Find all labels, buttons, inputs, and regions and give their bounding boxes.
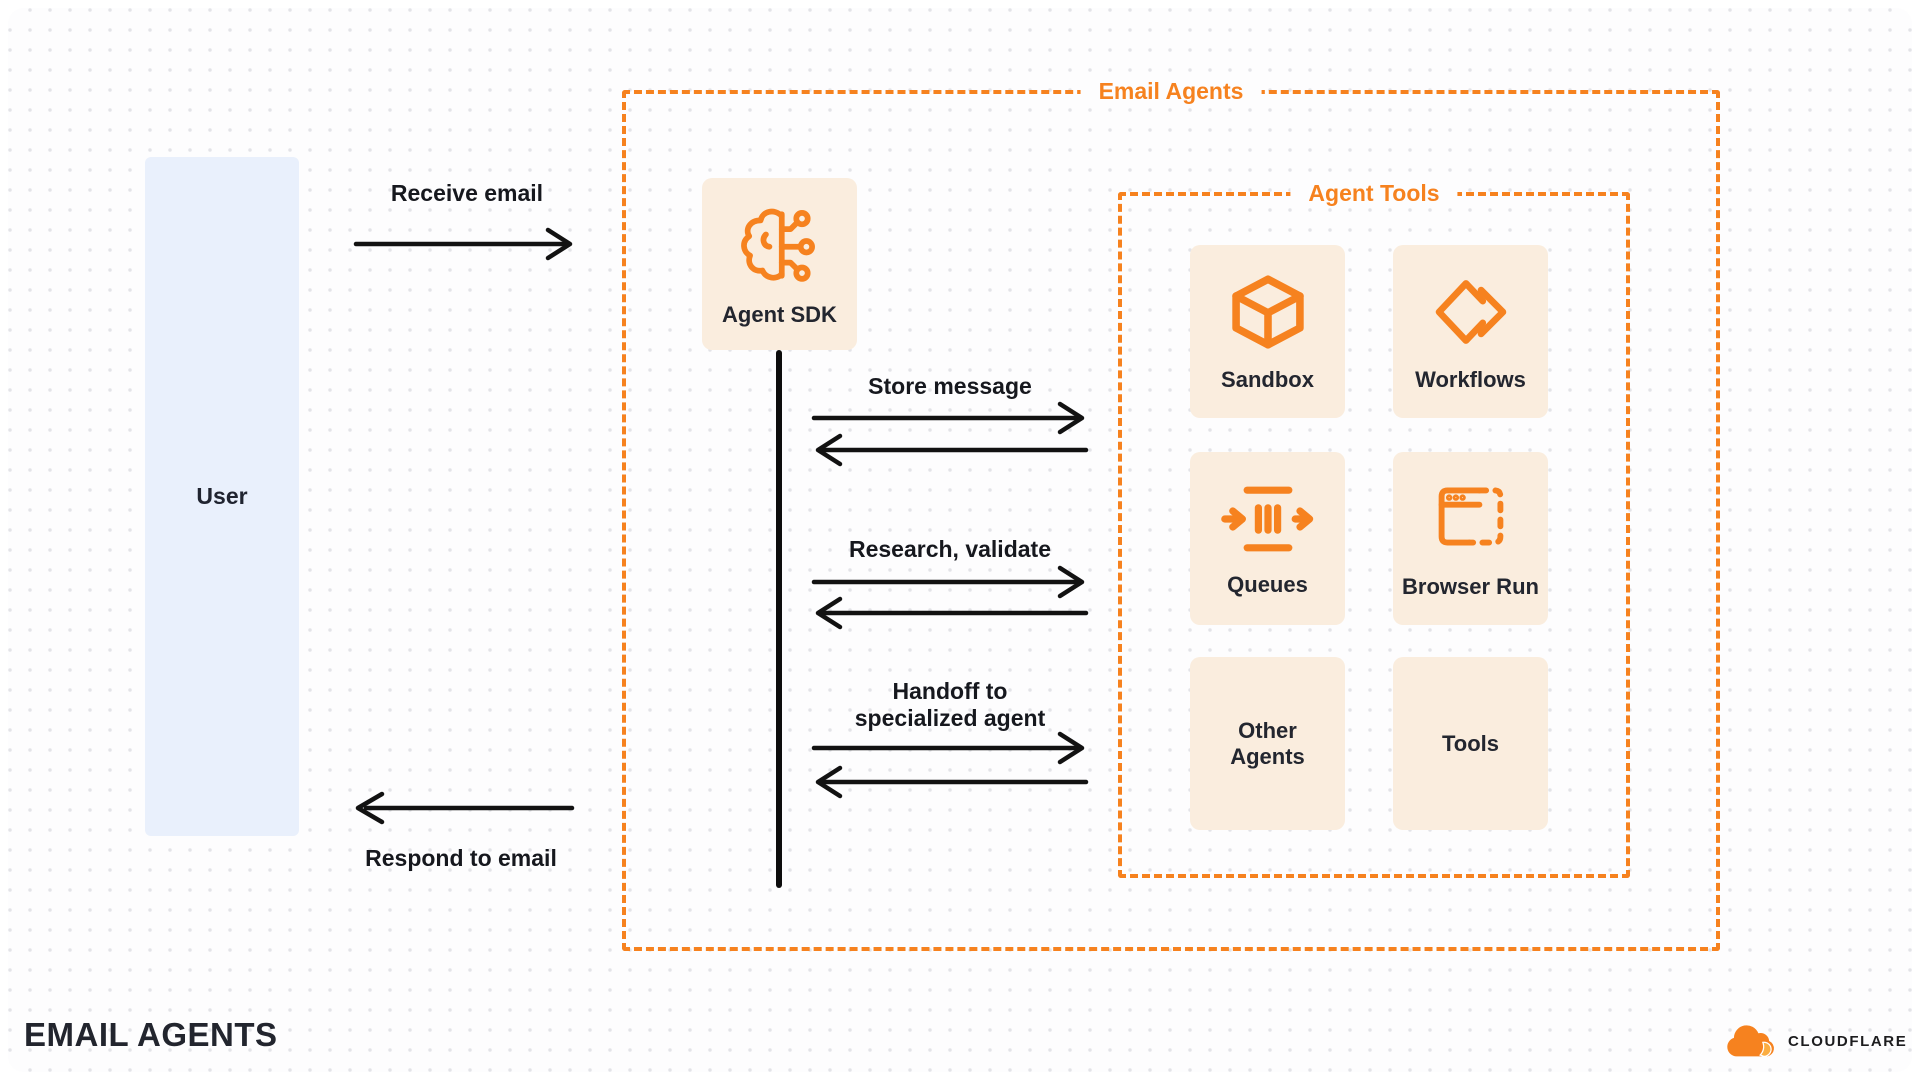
receive-email-arrow-icon <box>353 227 573 261</box>
research-validate-arrow-right-icon <box>811 565 1085 599</box>
respond-email-arrow-icon <box>355 791 575 825</box>
tile-browser-run-label: Browser Run <box>1402 574 1539 600</box>
tile-workflows: Workflows <box>1393 245 1548 418</box>
handoff-arrow-right-icon <box>811 731 1085 765</box>
cloudflare-cloud-icon <box>1727 1025 1774 1058</box>
research-validate-label: Research, validate <box>848 536 1051 562</box>
tile-sandbox: Sandbox <box>1190 245 1345 418</box>
agent-tools-group: Agent Tools <box>1118 178 1630 878</box>
handoff-label: Handoff to specialized agent <box>790 678 1110 732</box>
brain-circuit-icon <box>740 208 815 282</box>
handoff-arrow-left-icon <box>815 765 1089 799</box>
tile-queues: Queues <box>1190 452 1345 625</box>
tile-tools: Tools <box>1393 657 1548 830</box>
store-message-arrow-right-icon <box>811 401 1085 435</box>
email-agents-group: Email Agents <box>622 76 1720 951</box>
receive-email-label: Receive email <box>390 180 544 206</box>
diagram-title: EMAIL AGENTS <box>24 1016 278 1053</box>
user-lane: User <box>145 157 299 836</box>
user-label: User <box>196 483 248 509</box>
queues-icon <box>1220 486 1313 552</box>
tile-queues-label: Queues <box>1227 572 1308 598</box>
tile-browser-run: Browser Run <box>1393 452 1548 625</box>
tile-other-agents: Other Agents <box>1190 657 1345 830</box>
agent-tools-title: Agent Tools <box>1290 178 1458 208</box>
dot-grid-background <box>8 8 1912 1072</box>
workflows-icon <box>1435 280 1506 344</box>
handoff-label-line1: Handoff to <box>892 678 1008 704</box>
agent-sdk-node: Agent SDK <box>702 178 857 350</box>
store-message-arrow-left-icon <box>815 433 1089 467</box>
handoff-label-line2: specialized agent <box>854 705 1046 731</box>
tile-other-agents-label: Other Agents <box>1230 717 1305 769</box>
cube-icon <box>1231 275 1304 349</box>
tile-tools-label: Tools <box>1441 730 1500 756</box>
browser-window-icon <box>1438 487 1503 546</box>
email-agents-title: Email Agents <box>1080 76 1262 106</box>
agent-sdk-label: Agent SDK <box>722 301 837 327</box>
store-message-label: Store message <box>868 373 1032 399</box>
respond-email-label: Respond to email <box>365 845 557 871</box>
cloudflare-wordmark: CLOUDFLARE <box>1788 1032 1908 1050</box>
tile-sandbox-label: Sandbox <box>1221 367 1314 393</box>
cloudflare-logo: CLOUDFLARE <box>1723 1022 1907 1060</box>
tile-workflows-label: Workflows <box>1415 367 1526 393</box>
agent-sdk-lifeline <box>776 350 782 888</box>
research-validate-arrow-left-icon <box>815 596 1089 630</box>
